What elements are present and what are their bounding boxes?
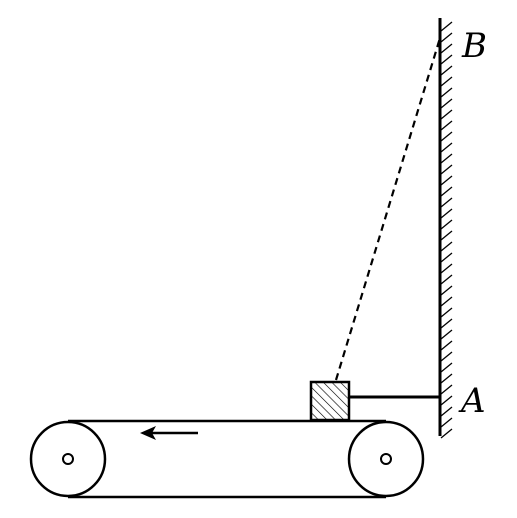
wall-hatch-stroke bbox=[440, 219, 453, 230]
left-pulley-axle bbox=[62, 453, 74, 465]
wall-hatch-stroke bbox=[440, 186, 453, 197]
wall-hatch-stroke bbox=[440, 340, 453, 351]
wall-hatch-stroke bbox=[440, 131, 453, 142]
wall-hatch-stroke bbox=[440, 21, 453, 32]
wall-hatch-stroke bbox=[440, 417, 453, 428]
wall-hatch-stroke bbox=[440, 428, 453, 439]
wall-hatch-stroke bbox=[440, 307, 453, 318]
wall-hatch-stroke bbox=[440, 274, 453, 285]
wall-hatching bbox=[440, 21, 453, 439]
wall-hatch-stroke bbox=[440, 329, 453, 340]
wall-hatch-stroke bbox=[440, 406, 453, 417]
wall-hatch-stroke bbox=[440, 175, 453, 186]
right-pulley-axle bbox=[380, 453, 392, 465]
label-b: B bbox=[461, 26, 487, 66]
wall-hatch-stroke bbox=[440, 252, 453, 263]
wall-hatch-stroke bbox=[440, 395, 453, 406]
wall-hatch-stroke bbox=[440, 197, 453, 208]
wall-hatch-stroke bbox=[440, 142, 453, 153]
wall-hatch-stroke bbox=[440, 32, 453, 43]
block bbox=[309, 380, 351, 422]
wall bbox=[438, 18, 453, 439]
wall-hatch-stroke bbox=[440, 54, 453, 65]
wall-hatch-stroke bbox=[440, 87, 453, 98]
right-pulley bbox=[347, 420, 425, 498]
wall-hatch-stroke bbox=[440, 153, 453, 164]
wall-hatch-stroke bbox=[440, 43, 453, 54]
dashed-rope bbox=[334, 37, 442, 381]
wall-hatch-stroke bbox=[440, 65, 453, 76]
wall-hatch-stroke bbox=[440, 285, 453, 296]
wall-hatch-stroke bbox=[440, 351, 453, 362]
label-a: A bbox=[458, 381, 486, 421]
wall-hatch-stroke bbox=[440, 208, 453, 219]
wall-hatch-stroke bbox=[440, 120, 453, 131]
conveyor-belt bbox=[29, 419, 425, 499]
wall-hatch-stroke bbox=[440, 384, 453, 395]
belt-direction-arrow bbox=[140, 426, 198, 440]
wall-hatch-stroke bbox=[440, 76, 453, 87]
wall-hatch-stroke bbox=[440, 362, 453, 373]
wall-hatch-stroke bbox=[440, 98, 453, 109]
wall-hatch-stroke bbox=[440, 296, 453, 307]
wall-hatch-stroke bbox=[440, 241, 453, 252]
wall-hatch-stroke bbox=[440, 373, 453, 384]
wall-hatch-stroke bbox=[440, 230, 453, 241]
wall-hatch-stroke bbox=[440, 318, 453, 329]
wall-hatch-stroke bbox=[440, 263, 453, 274]
wall-hatch-stroke bbox=[440, 109, 453, 120]
wall-hatch-stroke bbox=[440, 164, 453, 175]
left-pulley bbox=[29, 420, 107, 498]
